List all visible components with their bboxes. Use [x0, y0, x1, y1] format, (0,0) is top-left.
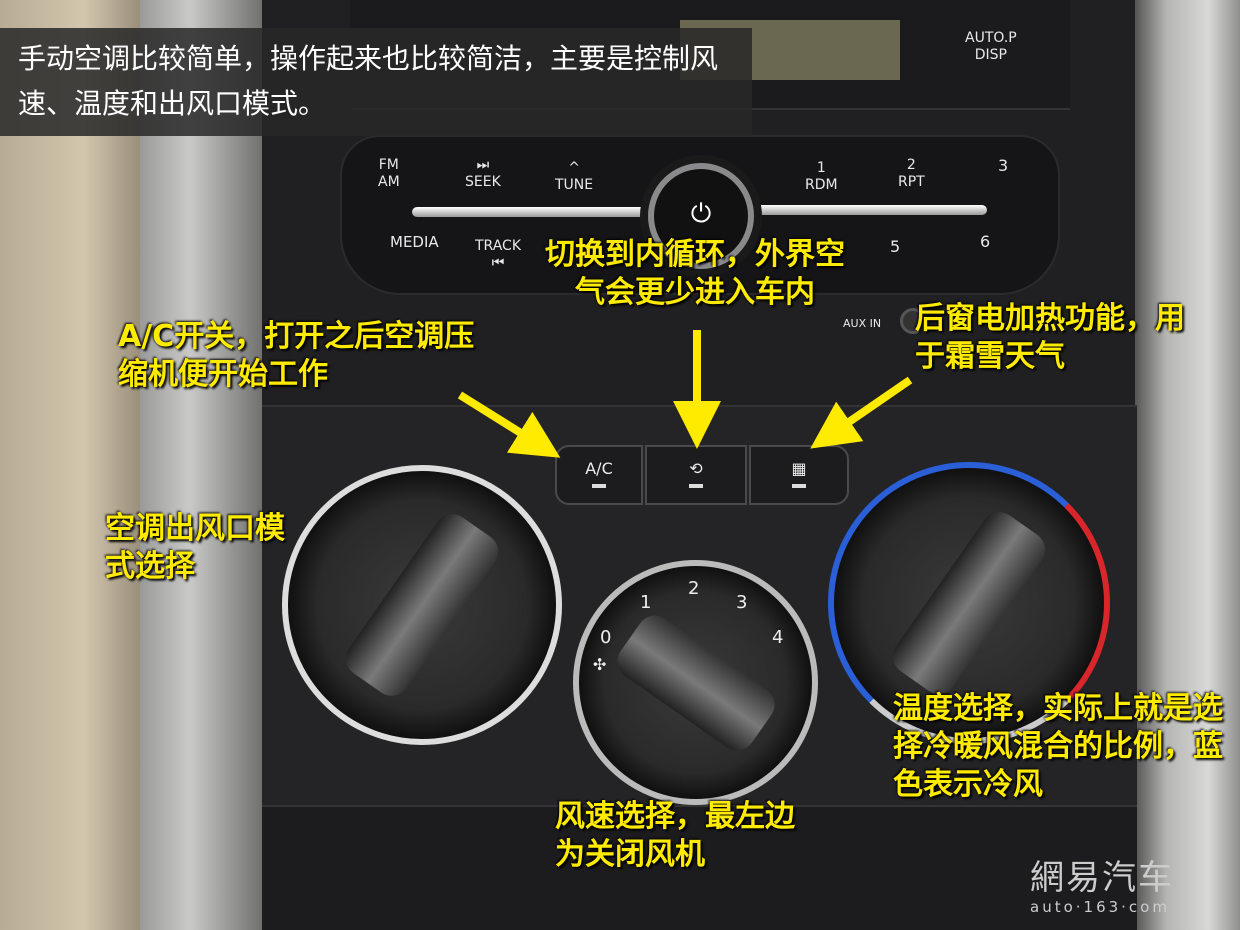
power-button[interactable]: ⏻	[648, 163, 754, 269]
vent-mode-knob[interactable]	[282, 465, 562, 745]
fm-am-button[interactable]: FM AM	[378, 157, 400, 190]
fan-speed-1: 1	[640, 592, 652, 613]
fan-speed-4: 4	[772, 627, 784, 648]
ac-label: A/C	[585, 459, 613, 478]
seek-button[interactable]: ⏭ SEEK	[465, 157, 501, 190]
preset-5-button[interactable]: 5	[890, 237, 901, 256]
preset-1-rdm-button[interactable]: 1 RDM	[805, 160, 838, 193]
rear-defrost-arrow	[810, 376, 913, 449]
vent-mode-annotation: 空调出风口模式选择	[105, 511, 285, 584]
media-button[interactable]: MEDIA	[390, 233, 439, 251]
chrome-strip-right	[752, 205, 987, 215]
watermark-url: auto·163·com	[1030, 898, 1170, 916]
track-button[interactable]: TRACK ⏮	[475, 238, 521, 271]
power-icon: ⏻	[690, 199, 712, 229]
fan-speed-annotation: 风速选择，最左边为关闭风机	[555, 799, 795, 872]
recirculation-indicator	[689, 484, 703, 488]
preset-2-rpt-button[interactable]: 2 RPT	[898, 157, 925, 190]
tune-button[interactable]: ^ TUNE	[555, 160, 594, 193]
fan-speed-0: 0	[600, 627, 612, 648]
recirculation-button[interactable]: ⟲	[645, 445, 747, 505]
silver-trim-right	[1135, 0, 1240, 930]
recirculation-annotation: 切换到内循环，外界空气会更少进入车内	[545, 237, 845, 310]
fan-icon: ✣	[593, 655, 607, 674]
recirculation-icon: ⟲	[689, 459, 703, 478]
fan-speed-knob[interactable]	[573, 560, 818, 805]
fan-speed-2: 2	[688, 578, 700, 599]
fan-speed-3: 3	[736, 592, 748, 613]
watermark-logo: 網易汽车	[1030, 858, 1174, 898]
ac-indicator	[592, 484, 606, 488]
temperature-knob[interactable]	[828, 462, 1110, 744]
ac-button[interactable]: A/C	[555, 445, 643, 505]
ac-annotation: A/C开关，打开之后空调压缩机便开始工作	[118, 319, 475, 392]
rear-defrost-indicator	[792, 484, 806, 488]
auto-disp-button[interactable]: AUTO.P DISP	[965, 30, 1017, 63]
silver-trim-left	[140, 0, 265, 930]
lower-console	[262, 805, 1137, 930]
preset-6-button[interactable]: 6	[980, 232, 991, 251]
aux-in-label: AUX IN	[843, 317, 882, 330]
rear-defrost-annotation: 后窗电加热功能，用于霜雪天气	[915, 301, 1185, 374]
chrome-strip-left	[412, 207, 652, 217]
ac-arrow	[457, 391, 561, 458]
aux-in-port[interactable]	[900, 308, 926, 334]
rear-defrost-button[interactable]: ▦	[749, 445, 849, 505]
preset-3-button[interactable]: 3	[998, 156, 1009, 175]
caption-box: 手动空调比较简单，操作起来也比较简洁，主要是控制风速、温度和出风口模式。	[0, 28, 752, 136]
temperature-annotation: 温度选择，实际上就是选择冷暖风混合的比例，蓝色表示冷风	[893, 691, 1223, 802]
door-trim	[0, 0, 140, 930]
rear-defrost-icon: ▦	[791, 459, 807, 478]
